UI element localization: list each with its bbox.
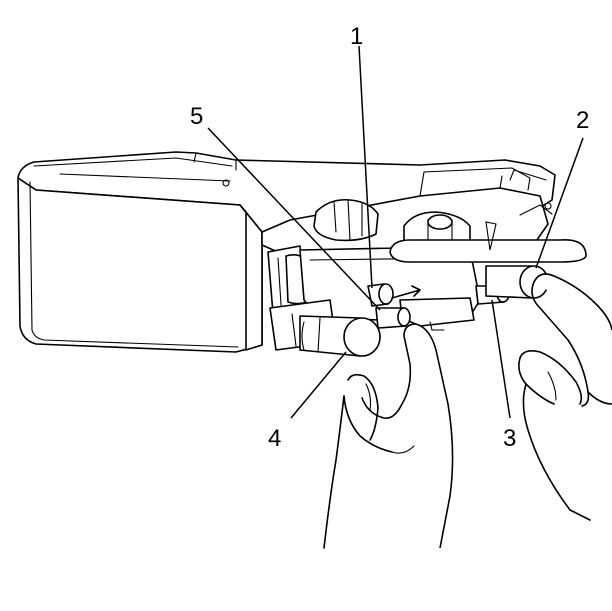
callout-3: 3 [503,425,516,452]
callout-2: 2 [576,107,589,134]
leader-lines [207,45,584,419]
right-hand [518,273,612,521]
leader-line-3 [491,299,511,419]
leader-line-2 [535,137,584,269]
left-hand [323,323,454,549]
leader-line-5 [207,127,381,311]
leader-line-4 [290,351,347,419]
callout-1: 1 [350,23,363,50]
callout-labels: 1 2 3 4 5 [190,23,589,452]
callout-4: 4 [268,425,281,452]
arrow-icon [391,285,421,299]
leader-line-1 [358,45,373,289]
ports [299,265,549,357]
callout-5: 5 [190,103,203,130]
